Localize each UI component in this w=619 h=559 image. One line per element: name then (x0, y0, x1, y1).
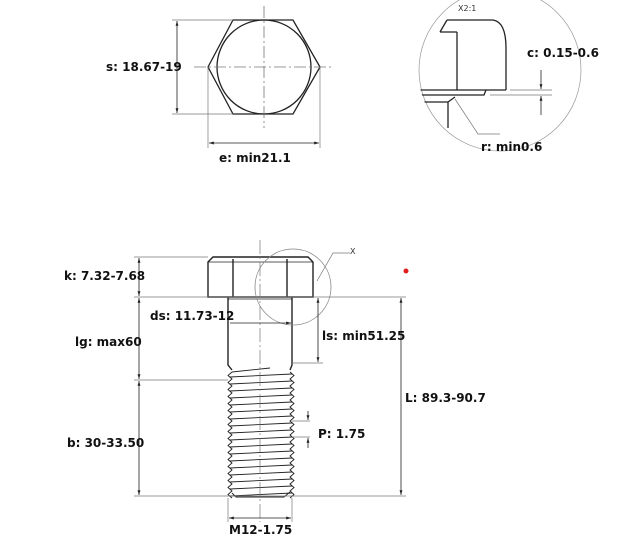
detail-x-view (418, 0, 582, 152)
top-hex-view (172, 6, 334, 148)
bolt-side-view (134, 240, 409, 522)
thread-line (229, 471, 293, 476)
thread-line (229, 478, 293, 483)
thread-line (229, 401, 293, 406)
c-dimension-label: c: 0.15-0.6 (527, 46, 599, 60)
thread-line (229, 457, 293, 462)
thread-line (229, 450, 293, 455)
thread-line (229, 408, 293, 413)
thread-line (229, 394, 293, 399)
thread-profile (289, 371, 295, 499)
ls-dimension-label: ls: min51.25 (322, 329, 406, 343)
ds-dimension-label: ds: 11.73-12 (150, 309, 235, 323)
thread-line (229, 485, 293, 490)
b-dimension-label: b: 30-33.50 (67, 436, 145, 450)
L-dimension-label: L: 89.3-90.7 (405, 391, 486, 405)
lg-dimension-label: lg: max60 (75, 335, 142, 349)
detail-marker: X (350, 247, 356, 256)
thread-line (229, 422, 293, 427)
thread-line (229, 492, 293, 497)
e-dimension-label: e: min21.1 (219, 151, 291, 165)
s-dimension-label: s: 18.67-19 (106, 60, 182, 74)
thread-line (229, 373, 293, 378)
thread-profile (227, 371, 233, 499)
thread-line (229, 415, 293, 420)
thread-line (229, 429, 293, 434)
thread-profile (231, 367, 271, 373)
detail-title: X2:1 (458, 4, 477, 13)
red-marker-dot (403, 268, 409, 274)
thread-profile (231, 491, 291, 498)
thread-line (229, 464, 293, 469)
k-dimension-label: k: 7.32-7.68 (64, 269, 146, 283)
r-dimension-label: r: min0.6 (481, 140, 543, 154)
thread-line (229, 443, 293, 448)
P-dimension-label: P: 1.75 (318, 427, 366, 441)
thread-line (229, 380, 293, 385)
thread-line (229, 436, 293, 441)
thread-size-label: M12-1.75 (229, 523, 293, 537)
thread-line (229, 387, 293, 392)
